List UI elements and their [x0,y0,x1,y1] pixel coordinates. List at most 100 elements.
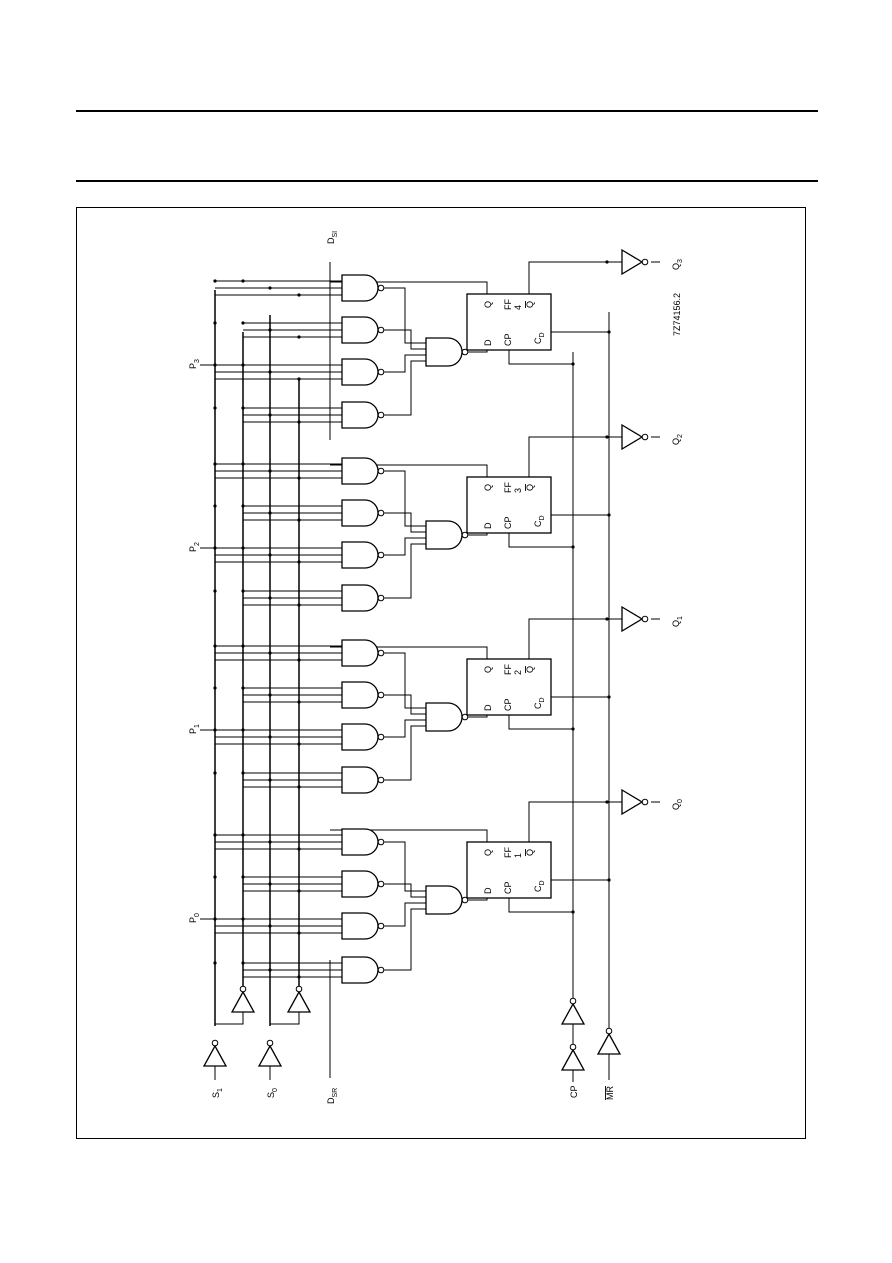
ff-pin-cd: CD [533,880,546,892]
junction-dot [268,778,272,782]
junction-dot [297,335,301,339]
ff-name: FF [503,664,513,675]
ff-pin-d: D [483,887,493,894]
collector-to-d [468,898,488,901]
junction-dot [241,363,245,367]
junction-dot [268,413,272,417]
gate-to-collector [384,329,426,350]
gate-to-collector [384,512,426,533]
input-label-dsr: DSR [326,1088,339,1104]
input-label-s1: S1 [211,1088,224,1098]
cp-to-ff [508,350,573,365]
junction-dot [297,700,301,704]
junction-dot [605,260,609,264]
nand-gate-0-1 [341,870,379,898]
ff-pin-cd: CD [533,515,546,527]
inversion-bubble [266,1039,274,1047]
input-label-cp: CP [569,1085,579,1098]
junction-dot [297,889,301,893]
inversion-bubble [295,985,303,993]
input-label-p3: P3 [188,359,201,369]
junction-dot [268,924,272,928]
ff-number: 3 [513,488,523,493]
collector-nand-0 [425,885,463,915]
inversion-bubble [641,615,649,623]
ff-pin-q: Q [483,301,493,308]
inversion-bubble [641,258,649,266]
input-label-p0: P0 [188,913,201,923]
ff-pin-qbar: Q [525,849,535,856]
collector-nand-3 [425,337,463,367]
header-rule-top [76,110,818,112]
ff-number: 1 [513,853,523,858]
inversion-bubble [377,411,385,419]
ff-pin-q: Q [483,484,493,491]
input-label-dsl: DSI [326,231,339,244]
ff-number: 2 [513,670,523,675]
collector-nand-1 [425,702,463,732]
q-to-output [528,436,622,477]
inversion-bubble [569,997,577,1005]
junction-dot [241,406,245,410]
junction-dot [241,321,245,325]
junction-dot [607,330,611,334]
ff-pin-q: Q [483,666,493,673]
junction-dot [241,917,245,921]
junction-dot [605,800,609,804]
gate-to-collector [384,470,426,527]
collector-to-d [468,350,488,353]
junction-dot [571,362,575,366]
flip-flop-4 [466,293,552,351]
buffer-s1 [202,1044,228,1067]
nand-gate-3-0 [341,274,379,302]
nand-gate-3-2 [341,358,379,386]
junction-dot [297,785,301,789]
q-to-output [528,261,622,294]
collector-nand-2 [425,520,463,550]
junction-dot [213,279,217,283]
gates [202,248,649,1071]
gate-to-collector [384,719,426,738]
input-label-p1: P1 [188,724,201,734]
collector-to-d [468,533,488,536]
cp-to-ff [508,533,573,548]
q-to-output [528,801,622,842]
inversion-bubble [377,649,385,657]
ff-pin-d: D [483,704,493,711]
ff-pin-cd: CD [533,697,546,709]
ff-pin-cp: CP [503,333,513,346]
junction-dot [571,727,575,731]
junction-dot [297,518,301,522]
nand-gate-0-0 [341,828,379,856]
output-buffer-3 [621,248,644,276]
junction-dot [297,975,301,979]
junction-dot [268,553,272,557]
junction-dot [268,596,272,600]
junction-dot [268,286,272,290]
gate-to-collector [384,543,426,599]
nand-gate-3-1 [341,316,379,344]
inversion-bubble [377,467,385,475]
junction-dot [213,644,217,648]
input-label-mr: MR [605,1086,615,1100]
junction-dot [241,875,245,879]
junction-dot [213,589,217,593]
ff-pin-qbar: Q [525,301,535,308]
q-feedback [330,281,488,294]
ff-pin-cd: CD [533,332,546,344]
inversion-bubble [377,691,385,699]
inverter-s1 [230,990,256,1013]
inversion-bubble [377,776,385,784]
ff-pin-d: D [483,522,493,529]
gate-to-collector [384,883,426,898]
buffer-mr [596,1032,622,1055]
buffer-cp-1 [560,1048,586,1071]
junction-dot [268,882,272,886]
nand-gate-1-1 [341,681,379,709]
nand-gate-2-0 [341,457,379,485]
inversion-bubble [377,922,385,930]
gate-to-collector [384,537,426,556]
junction-dot [297,560,301,564]
